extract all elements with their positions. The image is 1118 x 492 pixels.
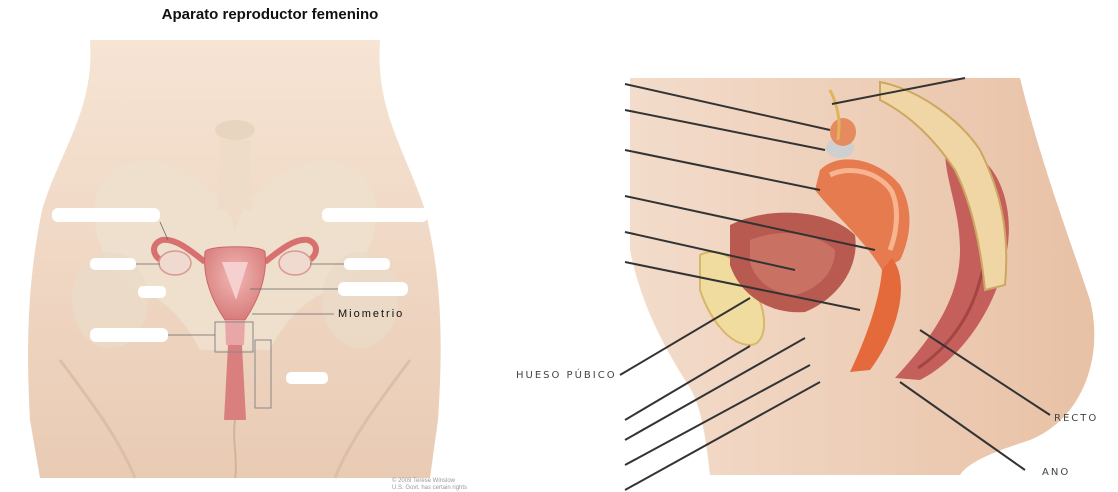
- blank-label-box: [322, 208, 428, 222]
- label-pubic-bone: HUESO PÚBICO: [516, 370, 617, 381]
- label-myometrium: Miometrio: [338, 308, 404, 320]
- label-anus: ANO: [1042, 467, 1070, 478]
- blank-label-box: [90, 258, 136, 270]
- label-rectum: RECTO: [1054, 413, 1098, 424]
- blank-label-box: [52, 208, 160, 222]
- illustration-credit: © 2009 Terese Winslow U.S. Govt. has cer…: [392, 478, 467, 492]
- blank-label-box: [344, 258, 390, 270]
- blank-label-box: [90, 328, 168, 342]
- blank-label-box: [338, 282, 408, 296]
- cervix: [225, 320, 245, 345]
- spine: [218, 140, 252, 210]
- sagittal-anatomy-illustration: [600, 0, 1118, 492]
- ovary-left: [159, 251, 191, 275]
- frontal-anatomy-illustration: [0, 0, 470, 492]
- blank-label-box: [138, 286, 166, 298]
- blank-label-box: [286, 372, 328, 384]
- ovary-right: [279, 251, 311, 275]
